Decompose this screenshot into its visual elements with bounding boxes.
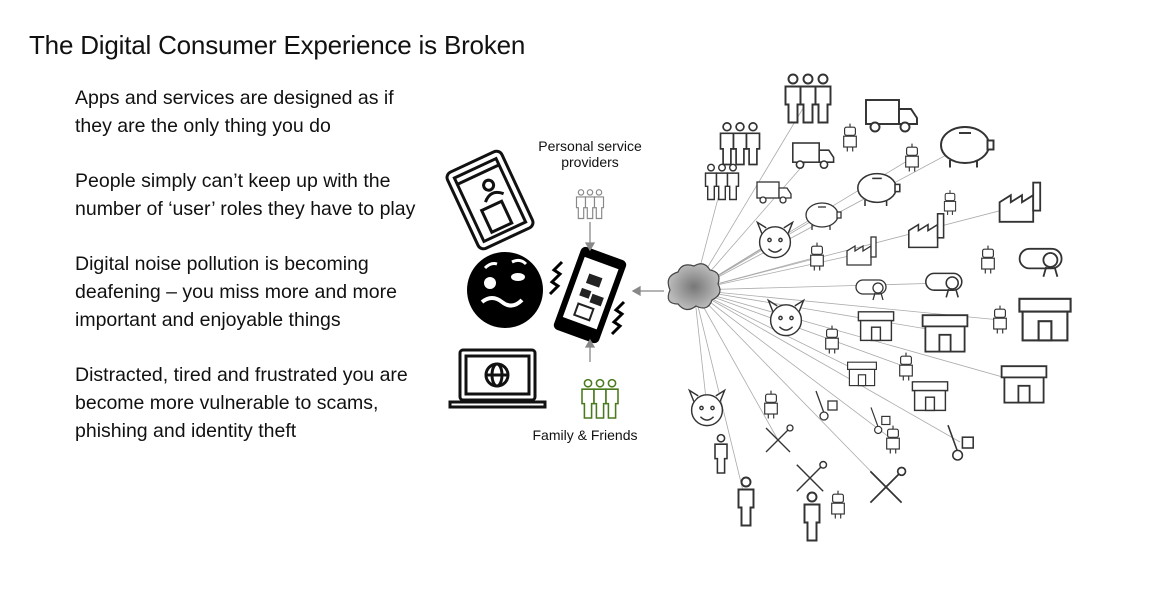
- laptop-icon: [448, 348, 547, 409]
- connection-line: [693, 289, 946, 333]
- tools-icon: [765, 424, 794, 453]
- bullet-apps: Apps and services are designed as if the…: [75, 87, 394, 137]
- truck-icon: [865, 99, 918, 133]
- shop-icon: [911, 381, 949, 412]
- scroll-icon: [925, 272, 963, 298]
- connection-line: [693, 289, 887, 488]
- tools-icon: [796, 460, 828, 492]
- shop-icon: [921, 314, 969, 353]
- bullet-noise: Digital noise pollution is becoming deaf…: [75, 253, 397, 331]
- robot-icon: [899, 352, 913, 381]
- connection-line: [693, 282, 946, 291]
- handtruck-icon: [947, 424, 974, 461]
- connection-line: [693, 289, 1025, 384]
- robot-icon: [764, 390, 778, 419]
- connection-lines: [693, 99, 1025, 504]
- connection-line: [693, 289, 894, 441]
- people-icon: [575, 189, 605, 220]
- robot-icon: [886, 425, 900, 454]
- scroll-icon: [855, 279, 887, 301]
- devil-icon: [755, 220, 795, 259]
- robot-icon: [943, 190, 957, 216]
- connection-line: [693, 289, 779, 441]
- cloud-icon: [667, 263, 721, 311]
- people-icon: [581, 378, 619, 419]
- vibration-left-icon: [548, 260, 564, 296]
- shop-icon: [847, 361, 877, 387]
- shop-icon: [857, 311, 895, 342]
- factory-icon: [846, 236, 877, 266]
- connection-line: [693, 252, 864, 291]
- robot-icon: [810, 242, 824, 271]
- truck-icon: [756, 181, 792, 204]
- arrows: [584, 222, 664, 362]
- person-icon: [737, 476, 755, 527]
- handtruck-icon: [870, 407, 891, 435]
- robot-icon: [831, 490, 845, 519]
- connection-line: [693, 289, 907, 368]
- factory-icon: [998, 181, 1042, 223]
- shop-icon: [1018, 297, 1072, 342]
- devil-icon: [766, 298, 806, 337]
- people-icon: [704, 163, 740, 201]
- pig-icon: [940, 126, 995, 168]
- shop-icon: [1000, 365, 1048, 404]
- pig-icon: [857, 172, 901, 207]
- connection-line: [693, 154, 813, 291]
- connection-line: [693, 204, 1023, 291]
- bullet-list: Apps and services are designed as if the…: [75, 84, 435, 472]
- confused-face-icon: [467, 252, 543, 328]
- connection-line: [693, 289, 961, 443]
- truck-icon: [792, 142, 835, 169]
- service-icons: [575, 73, 1072, 542]
- robot-icon: [825, 325, 839, 354]
- person-icon: [803, 491, 821, 542]
- robot-icon: [843, 123, 857, 152]
- robot-icon: [993, 305, 1007, 334]
- robot-icon: [981, 245, 995, 274]
- pig-icon: [805, 202, 842, 230]
- handtruck-icon: [815, 390, 838, 421]
- devil-icon: [687, 388, 727, 427]
- people-icon: [719, 122, 761, 166]
- smartphone-icon: [553, 246, 627, 344]
- connection-line: [693, 99, 809, 291]
- label-family-friends: Family & Friends: [532, 427, 638, 443]
- tools-icon: [869, 466, 907, 504]
- robot-icon: [905, 143, 919, 172]
- person-icon: [714, 433, 728, 474]
- people-icon: [784, 73, 832, 124]
- bullet-scams: Distracted, tired and frustrated you are…: [75, 364, 408, 442]
- slide-title: The Digital Consumer Experience is Broke…: [29, 30, 526, 60]
- bullet-user-roles: People simply can’t keep up with the num…: [75, 170, 416, 220]
- vibration-right-icon: [610, 300, 626, 336]
- scroll-icon: [1018, 247, 1063, 278]
- tablet-icon: [445, 149, 535, 251]
- connection-line: [693, 289, 708, 409]
- factory-icon: [908, 213, 945, 249]
- label-personal-service-providers: Personal service providers: [538, 138, 642, 170]
